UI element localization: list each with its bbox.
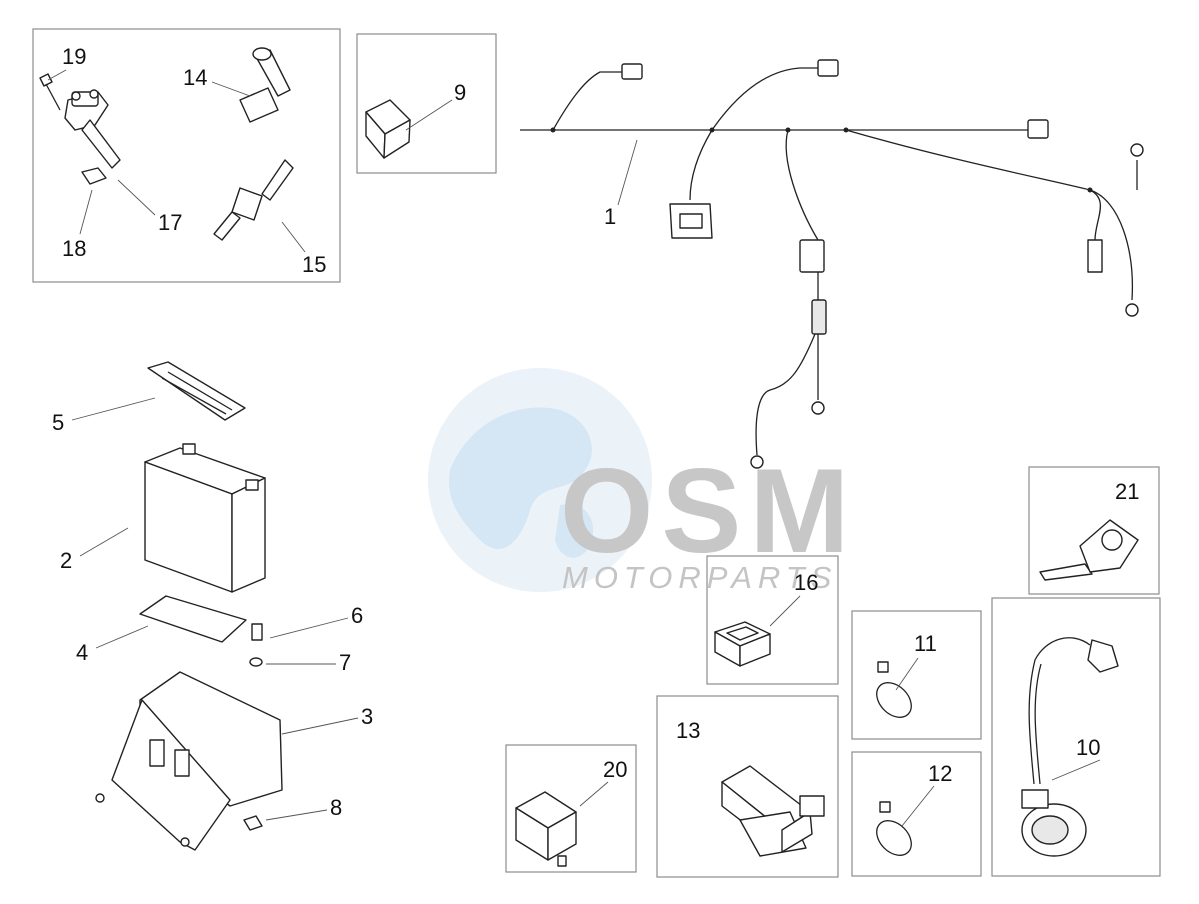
leader-10 — [1051, 759, 1101, 781]
control-unit-part-13[interactable] — [721, 765, 825, 857]
watermark-brand-text: MOTORPARTS — [562, 560, 837, 595]
callout-14: 14 — [183, 65, 207, 90]
callout-1: 1 — [604, 204, 616, 229]
leader-20 — [579, 781, 609, 807]
callout-10: 10 — [1076, 735, 1100, 760]
clip-nut-part-8[interactable] — [243, 815, 263, 831]
part-11-box — [851, 610, 982, 740]
leader-15 — [281, 221, 306, 253]
spark-plug-cap-part-14[interactable] — [239, 47, 291, 123]
battery-pad-part-4[interactable] — [139, 595, 247, 643]
watermark-logo-letters: OSM — [560, 444, 857, 578]
leader-4 — [95, 625, 149, 649]
callout-9: 9 — [454, 80, 466, 105]
callout-2: 2 — [60, 548, 72, 573]
washer-part-7[interactable] — [249, 657, 263, 667]
leader-9 — [405, 99, 453, 131]
leader-11 — [895, 657, 919, 691]
callout-17: 17 — [158, 210, 182, 235]
callout-19: 19 — [62, 44, 86, 69]
part-13-box — [656, 695, 839, 878]
callout-13: 13 — [676, 718, 700, 743]
leader-12 — [901, 785, 935, 827]
leader-5 — [71, 397, 156, 421]
callout-6: 6 — [351, 603, 363, 628]
sensor-bracket-part-21[interactable] — [1039, 519, 1139, 581]
callout-12: 12 — [928, 761, 952, 786]
callout-5: 5 — [52, 410, 64, 435]
leader-19 — [47, 69, 67, 81]
callout-4: 4 — [76, 640, 88, 665]
battery-part-2[interactable] — [144, 443, 266, 593]
ignition-group-box — [32, 28, 341, 283]
cable-tie-part-11[interactable] — [870, 661, 918, 724]
callout-11: 11 — [914, 631, 937, 656]
callout-7: 7 — [339, 650, 351, 675]
leader-18 — [79, 189, 93, 235]
clip-part-18[interactable] — [81, 167, 107, 185]
part-12-box — [851, 751, 982, 877]
fuse-holder-part-16[interactable] — [714, 621, 771, 667]
callout-16: 16 — [794, 570, 818, 595]
relay-part-9[interactable] — [365, 99, 411, 159]
callout-15: 15 — [302, 252, 326, 277]
battery-strap-part-5[interactable] — [147, 361, 246, 421]
regulator-part-20[interactable] — [515, 791, 577, 867]
leader-8 — [265, 809, 328, 821]
callout-8: 8 — [330, 795, 342, 820]
relay-box — [356, 33, 497, 174]
leader-6 — [269, 617, 349, 639]
leader-14 — [211, 81, 251, 97]
battery-tray-part-3[interactable] — [95, 671, 283, 851]
callout-18: 18 — [62, 236, 86, 261]
spark-plug-part-15[interactable] — [213, 159, 294, 241]
leader-17 — [117, 179, 156, 216]
watermark-logo: OSM — [428, 368, 857, 592]
leader-1 — [617, 139, 638, 206]
callout-3: 3 — [361, 704, 373, 729]
ignition-coil-part[interactable] — [64, 89, 121, 169]
wiring-harness-part-1[interactable] — [520, 59, 1144, 469]
callout-20: 20 — [603, 757, 627, 782]
callout-21: 21 — [1115, 479, 1139, 504]
screw-part-6[interactable] — [251, 623, 263, 641]
speed-sensor-part-10[interactable] — [1021, 637, 1119, 857]
leader-3 — [281, 717, 359, 735]
cable-tie-part-12[interactable] — [870, 801, 918, 862]
part-20-box — [505, 744, 637, 873]
leader-16 — [769, 595, 801, 627]
part-16-box — [706, 555, 839, 685]
part-21-box — [1028, 466, 1160, 595]
part-10-box — [991, 597, 1161, 877]
leader-2 — [79, 527, 129, 557]
bolt-part-19[interactable] — [39, 73, 61, 111]
